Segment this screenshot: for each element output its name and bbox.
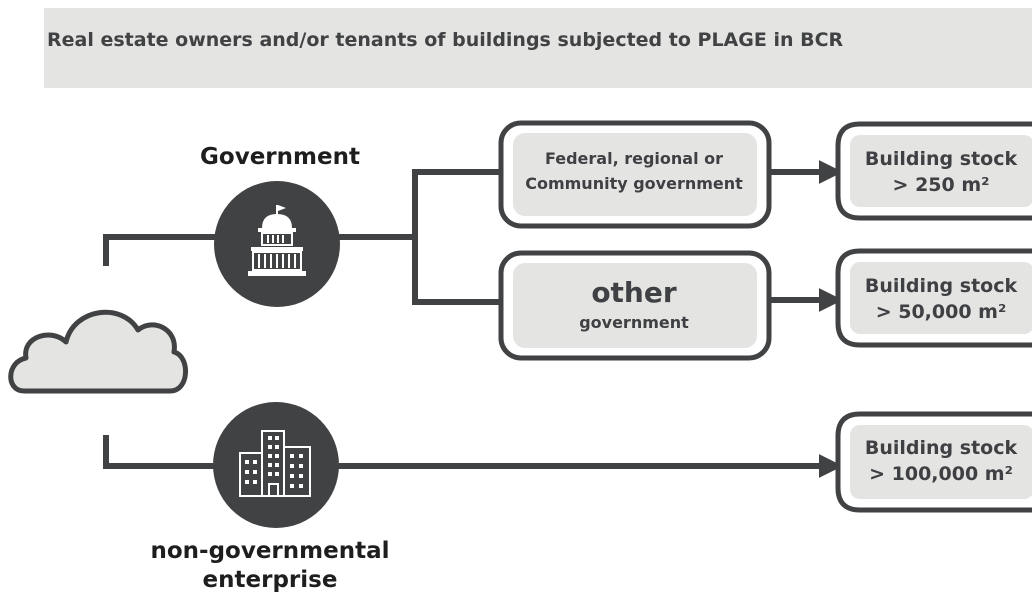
office-building-icon (239, 430, 311, 497)
outcome-1-line2: > 250 m² (892, 174, 990, 196)
outcome-2-line2: > 50,000 m² (875, 301, 1007, 323)
outcome-box-3 (835, 411, 1032, 513)
cloud-icon (8, 309, 188, 394)
outcome-box-1 (835, 121, 1032, 221)
government-building-icon (248, 205, 306, 276)
header-title: Real estate owners and/or tenants of bui… (47, 29, 844, 51)
other-government-box (498, 250, 772, 361)
outcome-3-text: Building stock > 100,000 m² (846, 435, 1032, 487)
other-government-title: other (591, 276, 677, 309)
enterprise-label: non-governmental enterprise (120, 537, 420, 595)
other-government-subtitle: government (579, 313, 689, 332)
outcome-2-text: Building stock > 50,000 m² (846, 273, 1032, 325)
outcome-1-line1: Building stock (864, 148, 1018, 170)
outcome-1-text: Building stock > 250 m² (846, 146, 1032, 198)
federal-government-text: Federal, regional or Community governmen… (514, 146, 754, 196)
enterprise-label-line1: non-governmental (150, 538, 390, 564)
government-label: Government (200, 144, 360, 170)
outcome-3-line1: Building stock (864, 437, 1018, 459)
outcome-3-line2: > 100,000 m² (869, 463, 1013, 485)
header-banner (44, 8, 1032, 88)
enterprise-label-line2: enterprise (202, 567, 338, 593)
federal-government-line1: Federal, regional or (544, 149, 724, 168)
connector-cloud-government (103, 234, 215, 266)
federal-government-line2: Community government (525, 174, 743, 193)
outcome-box-2 (835, 248, 1032, 348)
connector-cloud-enterprise (103, 435, 215, 469)
federal-government-box (498, 120, 772, 229)
outcome-2-line1: Building stock (864, 275, 1018, 297)
